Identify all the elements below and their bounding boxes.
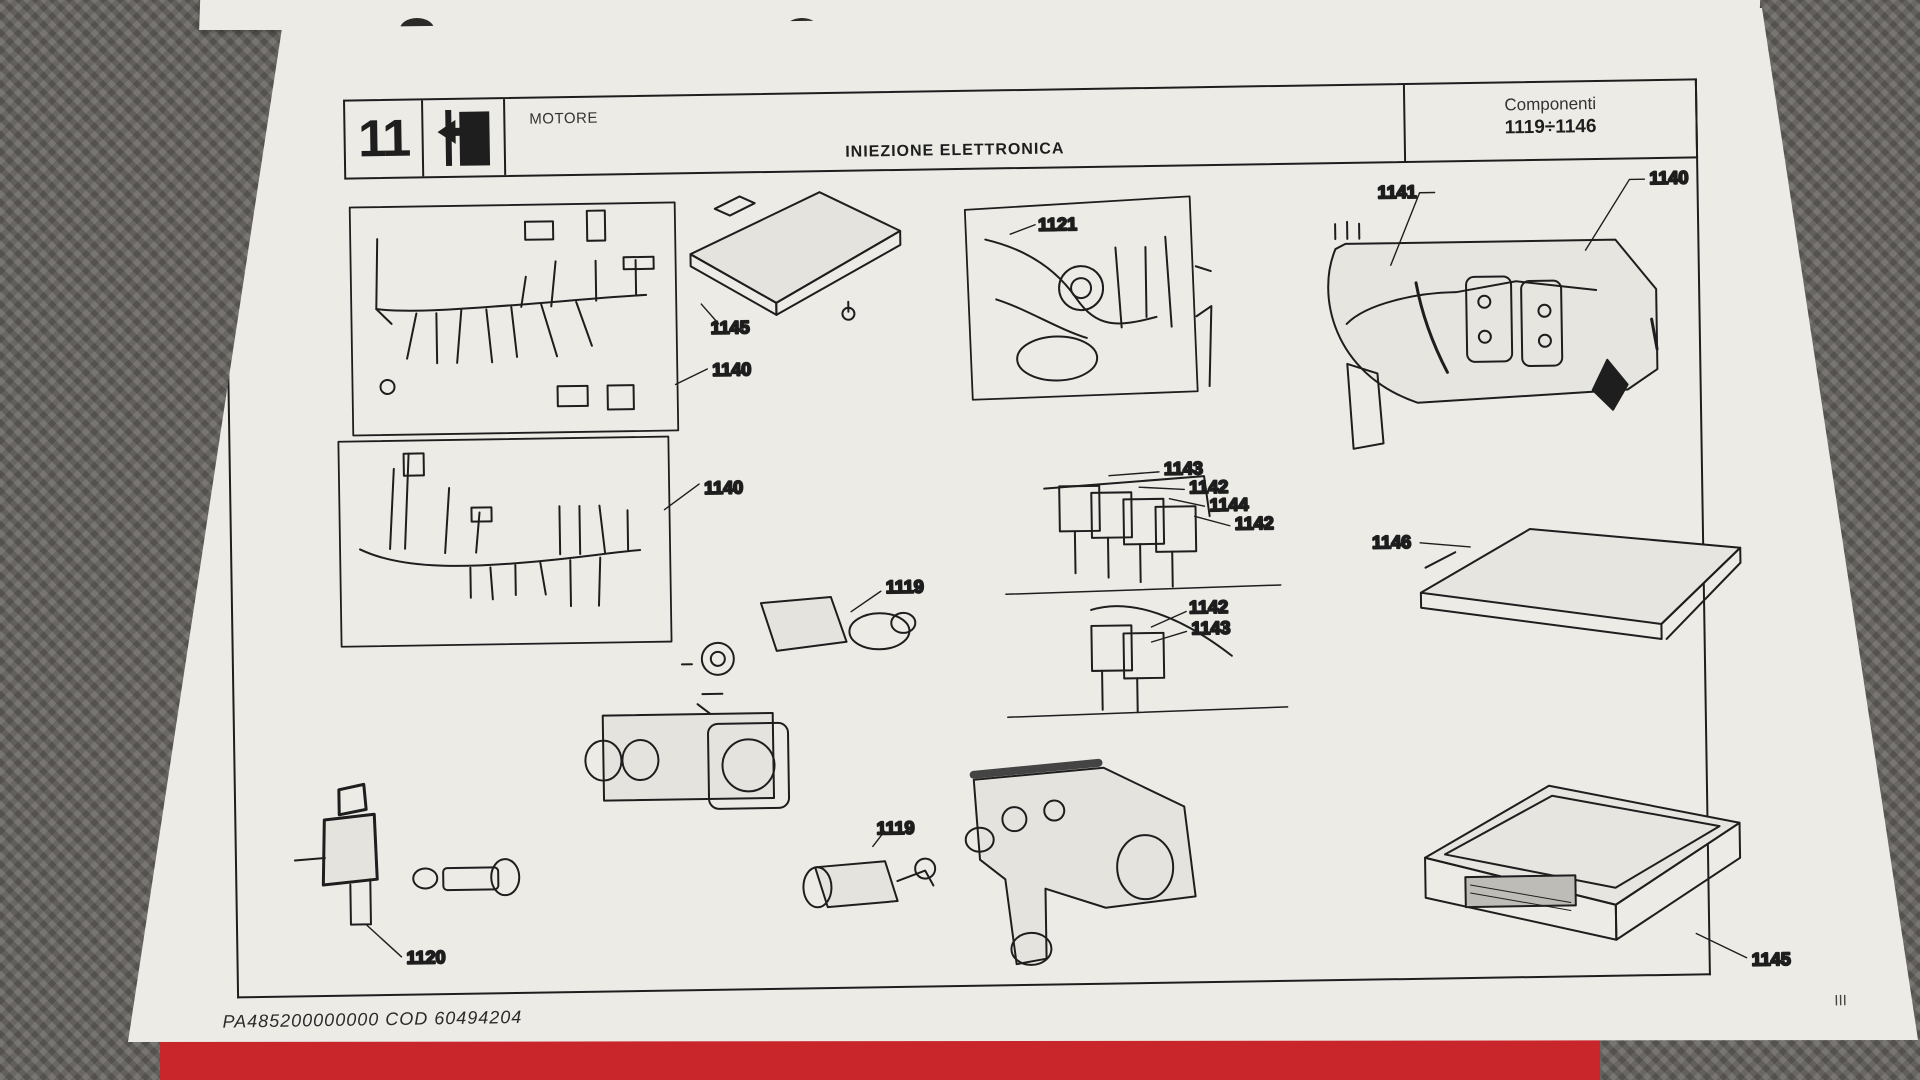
callout-1145-bottom: 1145 — [1752, 949, 1791, 970]
callout-1146: 1146 — [1372, 532, 1411, 553]
chapter-icon-box — [423, 99, 507, 177]
leader-lines — [365, 178, 1748, 959]
ecu-top-drawing — [689, 191, 902, 321]
binder-cover — [160, 1040, 1600, 1080]
wiring-harness-top-drawing — [348, 201, 680, 437]
callout-1142-a: 1142 — [1189, 477, 1228, 498]
engine-harness-drawing — [1327, 220, 1659, 450]
engine-detail-1121-drawing — [963, 195, 1213, 401]
callout-1140-bottom: 1140 — [704, 477, 743, 498]
pressure-regulator-1120-drawing — [293, 782, 521, 926]
callout-1143-b: 1143 — [1191, 618, 1230, 639]
callout-1121: 1121 — [1038, 214, 1077, 235]
fuel-injector-icon — [437, 109, 491, 167]
page-number: III — [1834, 992, 1847, 1010]
callout-1120: 1120 — [406, 947, 445, 968]
callout-1140-top: 1140 — [712, 359, 751, 380]
callout-1141: 1141 — [1377, 182, 1416, 203]
callout-1142-c: 1142 — [1189, 597, 1228, 618]
page-header: 11 MOTORE INIEZIONE ELETTRONICA Componen… — [343, 78, 1699, 180]
callout-1142-b: 1142 — [1235, 513, 1274, 534]
callout-1119-b: 1119 — [876, 818, 914, 839]
ecu-bottom-drawing — [1424, 784, 1742, 941]
idle-valve-1119-bottom-drawing — [802, 857, 937, 909]
callout-1145-top: 1145 — [710, 317, 749, 338]
wiring-harness-bottom-drawing — [337, 435, 673, 648]
throttle-body-drawing — [964, 758, 1197, 966]
relay-block-drawing — [1005, 475, 1289, 719]
callout-1119-a: 1119 — [886, 577, 924, 598]
callout-1144: 1144 — [1209, 494, 1248, 515]
callout-1143-a: 1143 — [1164, 458, 1203, 479]
idle-valve-1119-drawing — [584, 596, 917, 810]
mounting-bracket-1146-drawing — [1419, 528, 1742, 640]
callout-1140-engine: 1140 — [1649, 168, 1688, 189]
